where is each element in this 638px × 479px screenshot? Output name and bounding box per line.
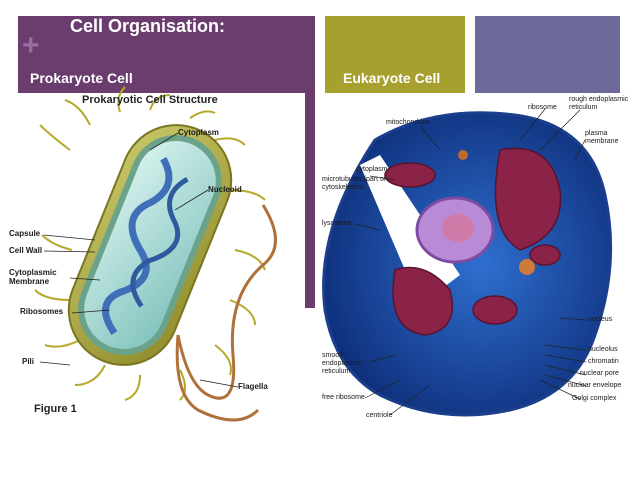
label-chromatin: chromatin xyxy=(588,358,619,365)
label-lysosome: lysosome xyxy=(322,220,352,227)
eukaryote-label: Eukaryote Cell xyxy=(343,70,441,86)
rough-er xyxy=(494,147,562,251)
label-free-ribosome: free ribosome xyxy=(322,394,365,401)
eukaryote-header-block xyxy=(325,16,465,93)
label-cell-wall: Cell Wall xyxy=(9,246,43,255)
label-rough-er: rough endoplasmic reticulum xyxy=(569,96,629,111)
label-plasma-membrane: plasma membrane xyxy=(585,130,619,145)
label-flagella: Flagella xyxy=(238,382,268,391)
bacterium-body xyxy=(67,124,233,366)
label-nuclear-envelope: nuclear envelope xyxy=(568,382,622,389)
label-capsule: Capsule xyxy=(9,229,41,238)
label-nucleoid: Nucleoid xyxy=(208,185,242,194)
label-nuclear-pore: nuclear pore xyxy=(580,370,619,377)
label-ribosomes: Ribosomes xyxy=(20,307,64,316)
flagellum xyxy=(176,204,277,400)
lysosome xyxy=(519,259,535,275)
plus-icon: + xyxy=(22,29,40,62)
prokaryote-label: Prokaryote Cell xyxy=(30,70,133,86)
prokaryote-figure-title: Prokaryotic Cell Structure xyxy=(82,94,218,106)
pili-group xyxy=(34,86,266,401)
figure-caption: Figure 1 xyxy=(34,403,77,415)
label-ribosome: ribosome xyxy=(528,104,557,111)
label-golgi: Golgi complex xyxy=(572,395,617,402)
label-cytoplasm-euk: cytoplasm xyxy=(356,166,388,173)
label-microtubules: microtubules (part of cytoskeleton) xyxy=(322,176,386,191)
mitochondrion xyxy=(384,162,436,188)
label-cytoplasm: Cytoplasm xyxy=(178,128,219,137)
title-bar xyxy=(18,16,315,93)
label-smooth-er: smooth endoplasmic reticulum xyxy=(322,352,362,375)
label-nucleolus: nucleolus xyxy=(588,346,618,353)
slide-title: Cell Organisation: xyxy=(70,16,226,36)
label-nucleus: nucleus xyxy=(588,316,613,323)
label-centriole: centriole xyxy=(366,412,393,419)
label-cytoplasmic-membrane: Cytoplasmic Membrane xyxy=(9,268,57,286)
decorative-block xyxy=(475,16,620,93)
golgi-region xyxy=(392,266,453,336)
label-mitochondrion: mitochondrion xyxy=(386,119,430,126)
label-pili: Pili xyxy=(22,357,35,366)
accent-strip xyxy=(305,93,315,308)
